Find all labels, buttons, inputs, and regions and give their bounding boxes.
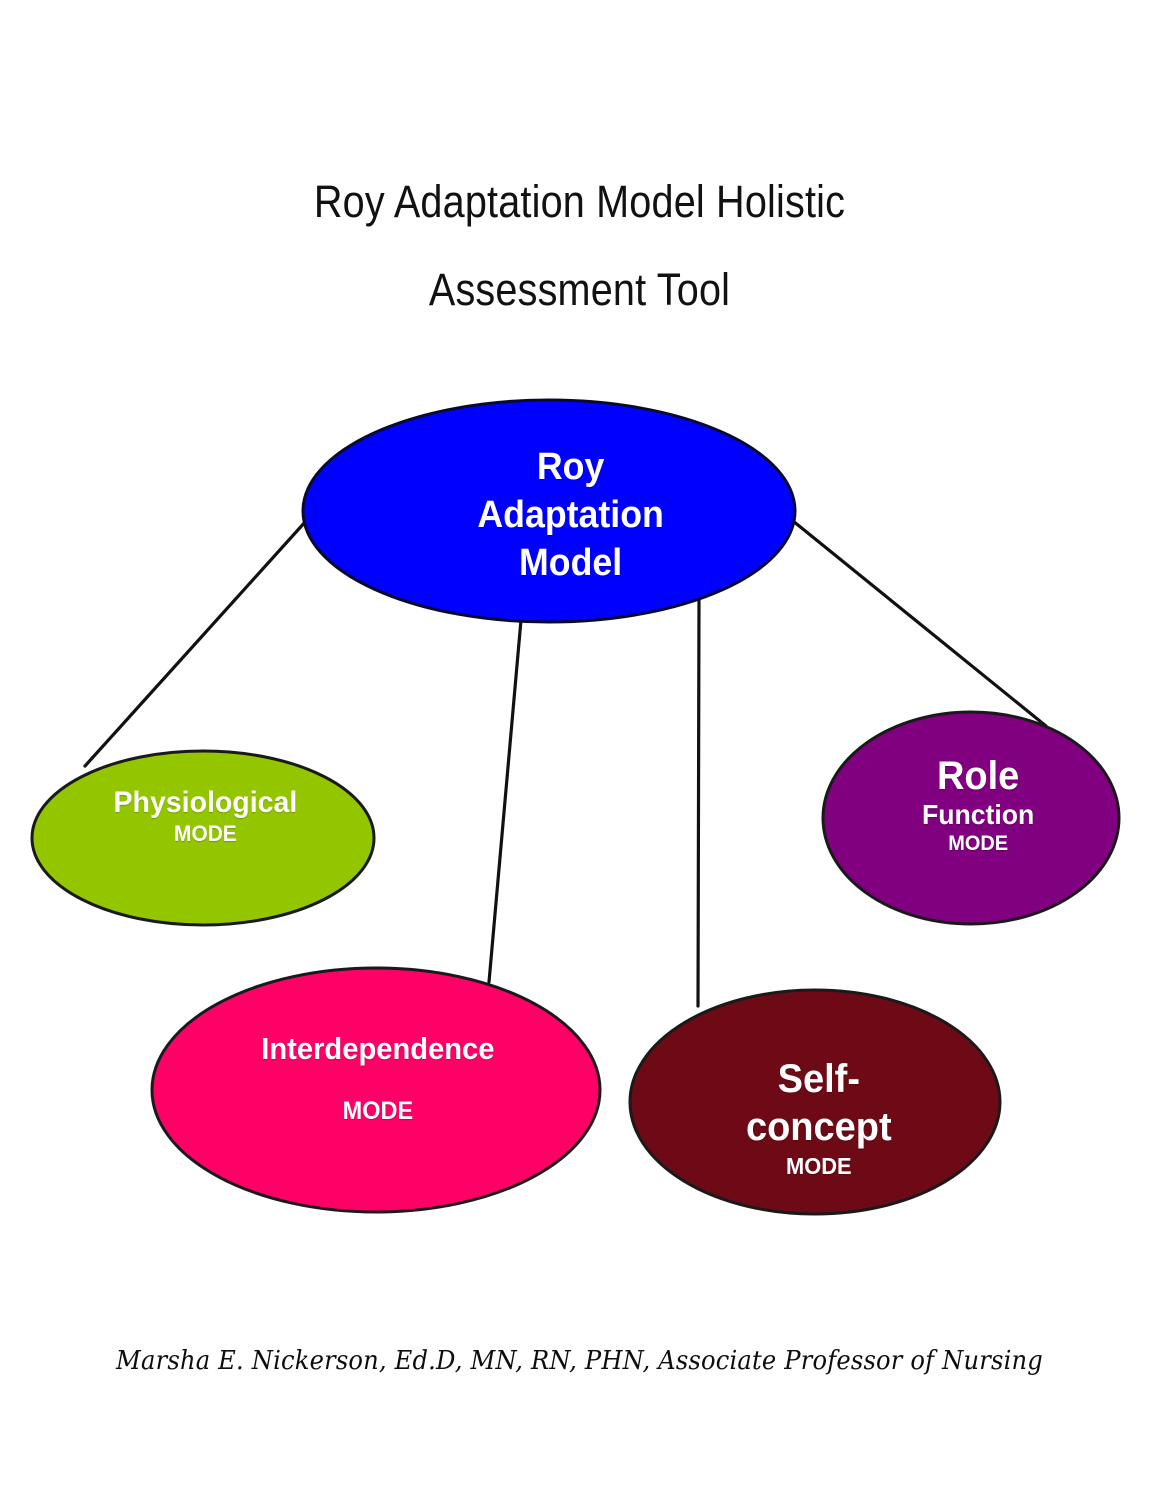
ellipse-interdependence-mode[interactable] bbox=[150, 966, 602, 1214]
page-title: Roy Adaptation Model Holistic Assessment… bbox=[70, 158, 1090, 334]
connector-hub-to-self-concept bbox=[696, 598, 701, 1008]
ellipse-self-concept-mode[interactable] bbox=[628, 988, 1002, 1216]
author-attribution: Marsha E. Nickerson, Ed.D, MN, RN, PHN, … bbox=[116, 1346, 1043, 1376]
ellipse-physiological-mode[interactable] bbox=[30, 749, 376, 927]
connector-hub-to-physiological bbox=[83, 519, 308, 768]
connector-group bbox=[83, 519, 1048, 1008]
ellipse-role-function-mode[interactable] bbox=[821, 710, 1121, 926]
page-title-line-1: Roy Adaptation Model Holistic bbox=[313, 176, 846, 227]
ellipse-roy-adaptation-model[interactable] bbox=[301, 398, 797, 624]
page-title-line-2: Assessment Tool bbox=[428, 264, 731, 315]
connector-hub-to-interdependence bbox=[487, 618, 523, 984]
connector-hub-to-role-function bbox=[791, 519, 1048, 728]
